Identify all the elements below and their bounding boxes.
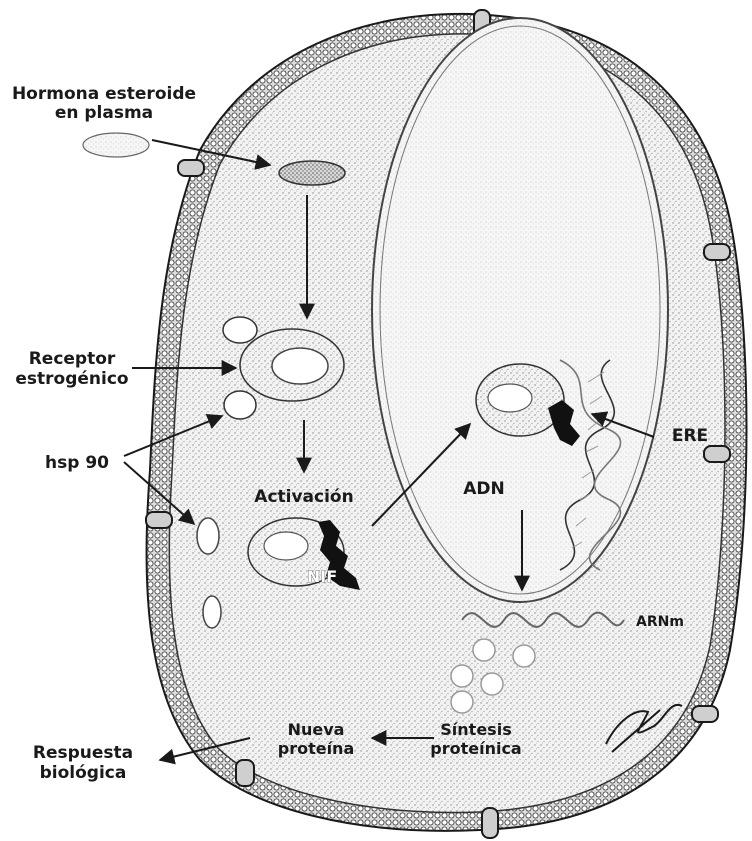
label-hormona-line2: en plasma (55, 103, 153, 123)
hsp90-released (203, 596, 221, 628)
label-respuesta-line1: Respuesta (33, 743, 133, 763)
label-nueva-line1: Nueva (288, 720, 345, 739)
label-respuesta-line2: biológica (40, 763, 127, 783)
ribosome (451, 691, 473, 713)
label-arnm: ARNm (636, 614, 684, 630)
hsp90-bottom (224, 391, 256, 419)
label-hsp90: hsp 90 (45, 453, 109, 473)
ribosome (481, 673, 503, 695)
membrane-protein (178, 160, 204, 176)
ribosome (473, 639, 495, 661)
label-receptor-line1: Receptor (29, 349, 116, 369)
label-adn: ADN (463, 479, 505, 499)
hsp90-top (223, 317, 257, 343)
ribosome (451, 665, 473, 687)
hsp90-released (197, 518, 219, 554)
label-activacion: Activación (254, 487, 353, 507)
cytoplasmic-hormone (279, 161, 345, 185)
label-ere: ERE (672, 426, 708, 446)
label-receptor-line2: estrogénico (15, 369, 128, 389)
label-hormona-line1: Hormona esteroide (12, 84, 196, 104)
label-nif: NIF (307, 567, 337, 586)
nucleus (372, 18, 668, 602)
membrane-protein (146, 512, 172, 528)
activated-hormone (264, 532, 308, 560)
membrane-protein (704, 446, 730, 462)
receptor-hormone-site (272, 348, 328, 384)
membrane-protein (236, 760, 254, 786)
label-sintesis-line1: Síntesis (440, 720, 511, 739)
bound-hormone (488, 384, 532, 412)
label-nueva-line2: proteína (278, 739, 355, 758)
membrane-protein (482, 808, 498, 838)
label-sintesis-line2: proteínica (430, 739, 521, 758)
plasma-hormone (83, 133, 149, 157)
ribosome (513, 645, 535, 667)
membrane-protein (704, 244, 730, 260)
membrane-protein (692, 706, 718, 722)
